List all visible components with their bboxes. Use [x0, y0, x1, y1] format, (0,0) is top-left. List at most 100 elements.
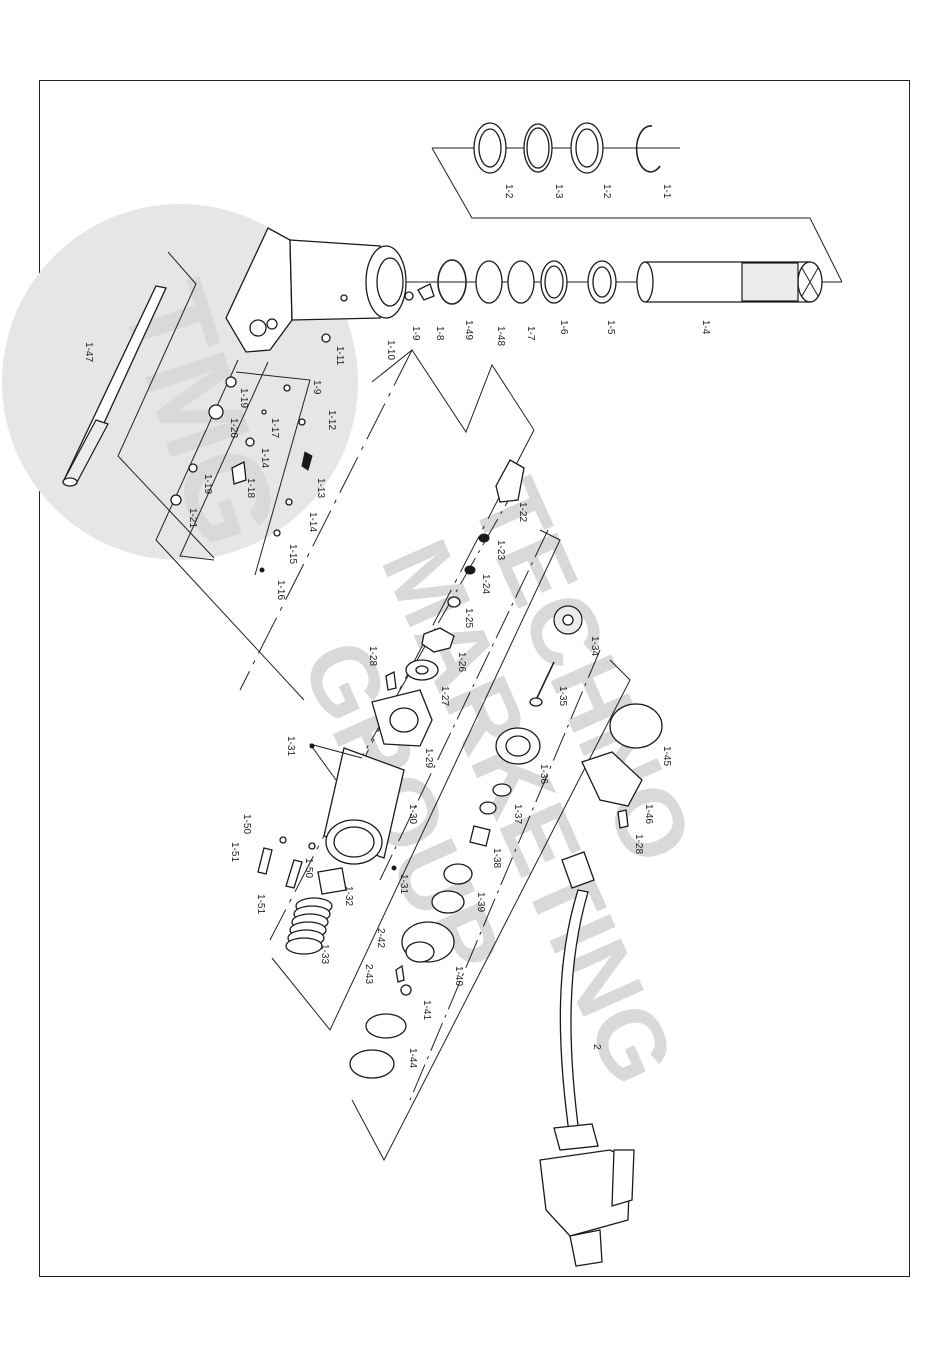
label-1-39: 1-39 — [475, 892, 486, 912]
label-1-41: 1-41 — [421, 1000, 432, 1020]
part-1-8 — [417, 283, 435, 301]
label-1-19-b: 1-19 — [202, 474, 213, 494]
label-1-31-a: 1-31 — [285, 736, 296, 756]
label-1-3: 1-3 — [553, 184, 564, 199]
watermark: TMG TECHNO MARKETING GROUP — [2, 204, 713, 1100]
label-1-35: 1-35 — [557, 686, 568, 706]
label-1-9-a: 1-9 — [410, 326, 421, 341]
label-1-46: 1-46 — [643, 804, 654, 824]
part-1-14 — [245, 437, 255, 447]
part-2-43 — [395, 964, 405, 983]
label-1-19-a: 1-19 — [238, 388, 249, 408]
part-1-35-rod — [535, 661, 555, 701]
part-1-44-ring-b — [349, 1049, 395, 1079]
label-1-36: 1-36 — [538, 764, 549, 784]
part-1-9-ball — [283, 384, 291, 392]
part-2-valve-block — [539, 1149, 631, 1237]
part-1-50 — [279, 836, 287, 844]
label-1-1: 1-1 — [661, 184, 672, 199]
part-1-39-ring-b — [431, 890, 465, 914]
part-1-14-b — [285, 498, 293, 506]
part-1-19-b — [188, 463, 198, 473]
label-2-42: 2-42 — [375, 928, 386, 948]
part-1-41 — [400, 984, 412, 996]
part-1-19 — [225, 376, 237, 388]
label-1-47: 1-47 — [83, 342, 94, 362]
label-1-2-a: 1-2 — [503, 184, 514, 199]
label-1-33: 1-33 — [319, 944, 330, 964]
part-1-28-bolt-b — [617, 809, 629, 829]
label-1-28-b: 1-28 — [633, 834, 644, 854]
label-1-49: 1-49 — [463, 320, 474, 340]
part-1-16 — [259, 567, 265, 573]
hose-end-fitting — [561, 851, 595, 889]
label-1-51-b: 1-51 — [255, 894, 266, 914]
part-1-44-ring — [365, 1013, 407, 1039]
pump-stack — [257, 459, 663, 1079]
part-1-51-b — [285, 859, 303, 889]
label-1-37: 1-37 — [512, 804, 523, 824]
label-1-40: 1-40 — [453, 966, 464, 986]
label-1-14-a: 1-14 — [259, 448, 270, 468]
part-1-31 — [309, 743, 315, 749]
label-1-10: 1-10 — [385, 340, 396, 360]
label-1-12: 1-12 — [326, 410, 337, 430]
part-1-46-cover — [581, 751, 643, 807]
part-labels: 1-1 1-2 1-3 1-2 1-4 1-5 1-6 1-7 1-48 1-4… — [83, 184, 711, 1068]
label-1-26: 1-26 — [456, 652, 467, 672]
part-1-11 — [321, 333, 331, 343]
label-1-11: 1-11 — [334, 346, 345, 366]
part-1-18 — [231, 461, 247, 485]
label-1-18: 1-18 — [245, 478, 256, 498]
part-1-37-ring — [492, 783, 512, 797]
part-1-49-snap-ring — [437, 259, 467, 305]
valve-parts-left — [155, 359, 313, 701]
label-1-29: 1-29 — [423, 748, 434, 768]
label-1-27: 1-27 — [439, 686, 450, 706]
part-1-51 — [257, 847, 273, 875]
part-1-20 — [208, 404, 224, 420]
part-1-33-spring — [285, 897, 333, 955]
label-1-44: 1-44 — [407, 1048, 418, 1068]
label-1-48: 1-48 — [495, 326, 506, 346]
part-1-25 — [447, 596, 461, 608]
part-1-9 — [404, 291, 414, 301]
part-1-48-ring — [475, 260, 503, 304]
label-1-32: 1-32 — [343, 886, 354, 906]
handle-assembly — [62, 251, 215, 559]
part-1-4-thread — [741, 262, 799, 302]
label-1-7: 1-7 — [525, 326, 536, 341]
label-1-45: 1-45 — [661, 746, 672, 766]
label-2-43: 2-43 — [363, 964, 374, 984]
part-1-39-ring — [443, 863, 473, 885]
part-1-45-o-ring — [609, 703, 663, 749]
label-1-9-b: 1-9 — [311, 380, 322, 395]
part-1-32 — [317, 867, 347, 895]
label-1-6: 1-6 — [558, 320, 569, 335]
label-1-50-b: 1-50 — [303, 858, 314, 878]
part-1-31-b — [391, 865, 397, 871]
main-body-assembly — [225, 227, 842, 353]
part-1-50-b — [308, 842, 316, 850]
part-1-23 — [478, 533, 490, 543]
part-1-28-bolt — [385, 671, 397, 691]
label-1-50-a: 1-50 — [241, 814, 252, 834]
label-1-22: 1-22 — [517, 502, 528, 522]
label-1-28-a: 1-28 — [367, 646, 378, 666]
label-1-38: 1-38 — [491, 848, 502, 868]
part-1-24 — [464, 565, 476, 575]
label-1-30: 1-30 — [407, 804, 418, 824]
label-1-14-b: 1-14 — [307, 512, 318, 532]
label-1-24: 1-24 — [480, 574, 491, 594]
label-1-51-a: 1-51 — [229, 842, 240, 862]
label-1-15: 1-15 — [287, 544, 298, 564]
label-1-34: 1-34 — [589, 636, 600, 656]
label-1-13: 1-13 — [315, 478, 326, 498]
label-2: 2 — [591, 1044, 602, 1050]
part-1-21 — [170, 494, 182, 506]
assembly-guide-lines — [239, 349, 631, 1162]
part-1-13-spring — [301, 451, 313, 471]
label-1-8: 1-8 — [434, 326, 445, 341]
